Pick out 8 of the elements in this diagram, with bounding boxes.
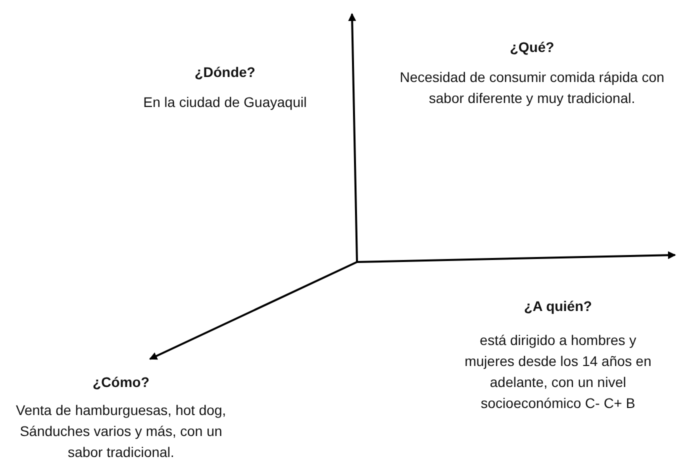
question-heading: ¿Qué?: [508, 38, 556, 57]
question-heading: ¿Dónde?: [194, 63, 256, 82]
answer-text: Necesidad de consumir comida rápida con sabor diferente y muy tradicional.: [398, 68, 666, 108]
answer-text: En la ciudad de Guayaquil: [142, 93, 308, 112]
question-heading: ¿Cómo?: [92, 373, 150, 392]
answer-text: está dirigido a hombres y mujeres desde los 14 años en adelante, con un nivel socioeconómico C- C+ B: [464, 331, 652, 413]
answer-text: Venta de hamburguesas, hot dog, Sánduches varios y más, con un sabor tradicional.: [14, 401, 228, 462]
question-heading: ¿A quién?: [523, 297, 593, 316]
